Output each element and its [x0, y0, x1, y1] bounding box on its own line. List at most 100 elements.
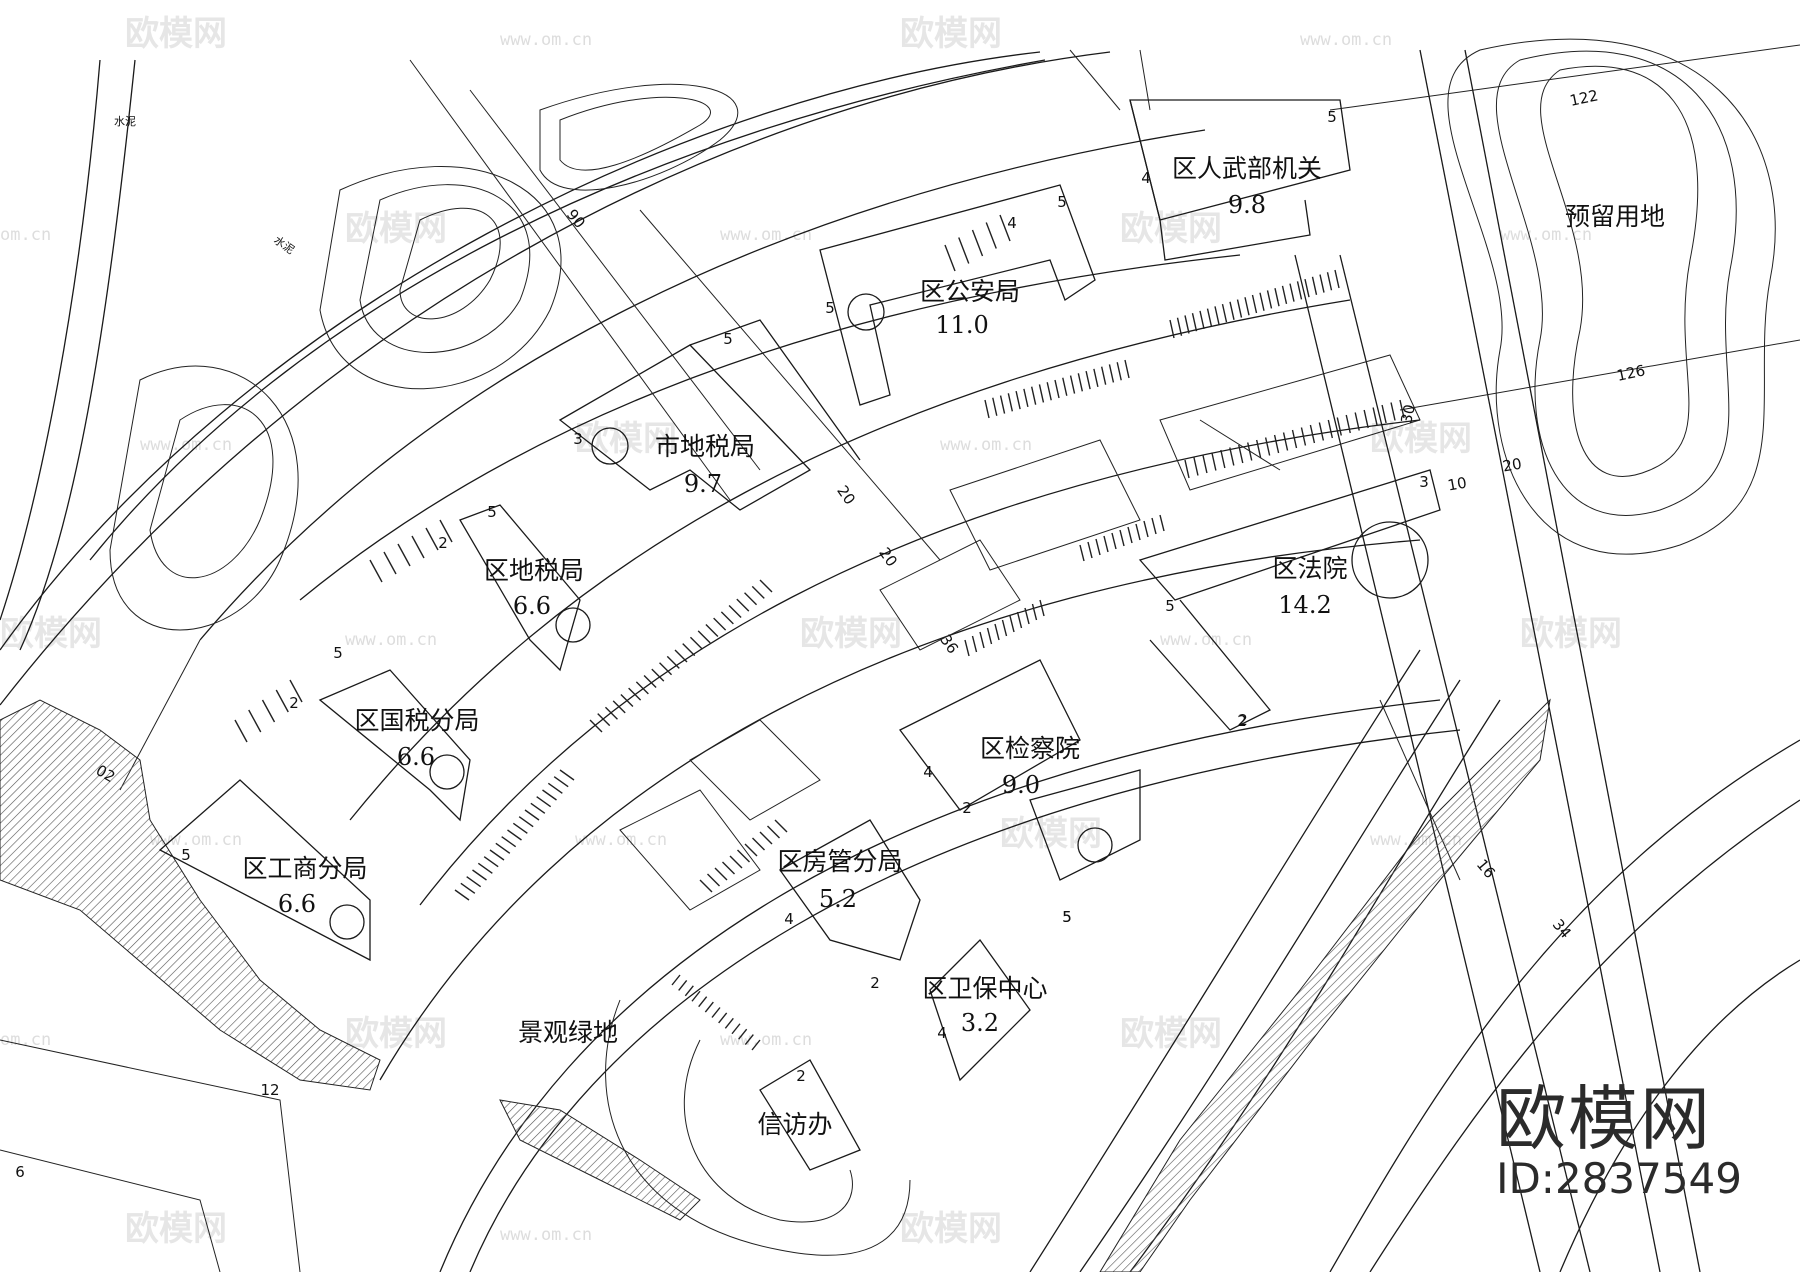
parking-stripe — [612, 700, 626, 714]
watermark-text: 欧模网 — [900, 1209, 1002, 1249]
parking-stripe — [1229, 447, 1235, 466]
parking-stripe — [659, 662, 673, 676]
parking-stripe — [713, 617, 727, 631]
parking-stripe — [1151, 517, 1157, 535]
watermark-text: www.om.cn — [345, 630, 437, 650]
parking-stripe — [1143, 520, 1149, 538]
label-cement-1: 水泥 — [114, 115, 136, 128]
parking-stripe — [759, 831, 773, 845]
parking-stripe — [1015, 390, 1021, 410]
parking-stripe — [744, 1034, 754, 1046]
parking-stripe — [711, 1007, 721, 1018]
label-reserved-land: 预留用地 — [1565, 202, 1665, 231]
watermark-text: www.om.cn — [720, 1030, 812, 1050]
parking-stripe — [1062, 377, 1068, 396]
parking-stripe — [1399, 399, 1405, 419]
parking-stripe — [689, 636, 703, 650]
parking-stripe — [1039, 599, 1045, 617]
dim-16: 16 — [1473, 856, 1499, 882]
parking-stripe — [643, 674, 657, 688]
value-fangguan: 5.2 — [819, 885, 857, 913]
parking-stripe — [1345, 414, 1351, 434]
parking-stripe — [1214, 306, 1220, 325]
watermark-text: www.om.cn — [150, 830, 242, 850]
parking-stripe — [1238, 444, 1244, 464]
floor-count: 2 — [1237, 712, 1247, 730]
parking-stripe — [1274, 288, 1280, 307]
label-fangguan: 区房管分局 — [777, 847, 902, 876]
brand-watermark: 欧模网 ID:2837549 — [1496, 1082, 1742, 1202]
parking-stripe — [425, 527, 439, 551]
building-labels: 区人武部机关 9.8 区公安局 11.0 市地税局 9.7 区地税局 6.6 区… — [114, 115, 1665, 1139]
watermark-text: www.om.cn — [140, 435, 232, 455]
parking-stripe — [383, 551, 397, 575]
watermark-text: 欧模网 — [1370, 419, 1472, 459]
value-gongshang: 6.6 — [278, 890, 316, 918]
parking-stripe — [501, 836, 517, 848]
parking-stripe — [1273, 434, 1280, 454]
parking-stripe — [1069, 375, 1076, 394]
parking-stripe — [518, 816, 534, 828]
parking-stripe — [1264, 437, 1271, 456]
parking-stripe — [1390, 402, 1396, 421]
parking-stripe — [1220, 449, 1226, 469]
floor-count: 5 — [1165, 597, 1175, 615]
watermark-text: 欧模网 — [900, 14, 1002, 54]
watermark-text: om.cn — [0, 1030, 51, 1050]
parking-stripe — [1127, 526, 1133, 544]
parking-stripe — [1077, 373, 1084, 392]
parking-stripe — [248, 709, 262, 733]
watermark-text: 欧模网 — [125, 14, 227, 54]
parking-stripe — [958, 237, 970, 264]
floor-count: 4 — [1141, 169, 1151, 187]
parking-stripe — [1124, 359, 1130, 379]
parking-stripe — [1282, 432, 1289, 451]
parking-stripe — [524, 809, 540, 821]
parking-stripe — [1079, 544, 1085, 562]
label-green-space: 景观绿地 — [518, 1018, 618, 1047]
watermark-text: www.om.cn — [1300, 30, 1392, 50]
parking-stripe — [1030, 386, 1037, 405]
label-gongshang: 区工商分局 — [242, 854, 367, 883]
floor-count: 5 — [487, 503, 497, 521]
watermark-text: www.om.cn — [1500, 225, 1592, 245]
floor-count: 2 — [870, 974, 880, 992]
parking-stripe — [1327, 419, 1334, 439]
parking-stripe — [1116, 362, 1122, 381]
parking-stripe — [691, 990, 701, 1002]
floor-count: 5 — [1062, 908, 1072, 926]
parking-stripe — [620, 694, 634, 708]
parking-stripe — [985, 222, 997, 249]
watermark-text: www.om.cn — [500, 1225, 592, 1245]
parking-stripe — [1087, 541, 1093, 559]
parking-stripe — [1266, 290, 1273, 309]
parking-stripe — [1354, 412, 1360, 431]
parking-stripe — [261, 699, 276, 723]
parking-stripe — [1199, 310, 1205, 330]
floor-count-labels: 5 4 5 4 5 5 3 5 2 5 2 5 5 3 5 2 4 2 4 2 … — [181, 108, 1429, 1085]
parking-stripe — [674, 649, 688, 663]
parking-stripe — [1255, 439, 1262, 459]
dim-30: 30 — [1397, 403, 1419, 425]
value-weibao: 3.2 — [961, 1009, 999, 1037]
parking-stripe — [992, 397, 998, 416]
parking-stripe — [489, 849, 505, 861]
parking-stripe — [1193, 457, 1199, 476]
parking-stripe — [1135, 523, 1141, 541]
floor-count: 4 — [937, 1024, 947, 1042]
watermark-text: 欧模网 — [0, 614, 102, 654]
watermark-text: www.om.cn — [575, 830, 667, 850]
parking-stripe — [530, 802, 546, 814]
parking-stripe — [1289, 283, 1295, 302]
parking-stripe — [1024, 607, 1030, 625]
parking-stripe — [699, 879, 713, 893]
parking-stripe — [1001, 619, 1008, 637]
label-weibao: 区卫保中心 — [922, 974, 1047, 1003]
parking-stripe — [397, 543, 411, 567]
parking-stripe — [1111, 532, 1117, 550]
road-network — [0, 38, 1800, 1272]
label-jianchayuan: 区检察院 — [980, 734, 1080, 763]
watermark-text: 欧模网 — [345, 1014, 447, 1054]
watermark-text: 欧模网 — [1000, 814, 1102, 854]
parking-stripe — [666, 655, 680, 669]
